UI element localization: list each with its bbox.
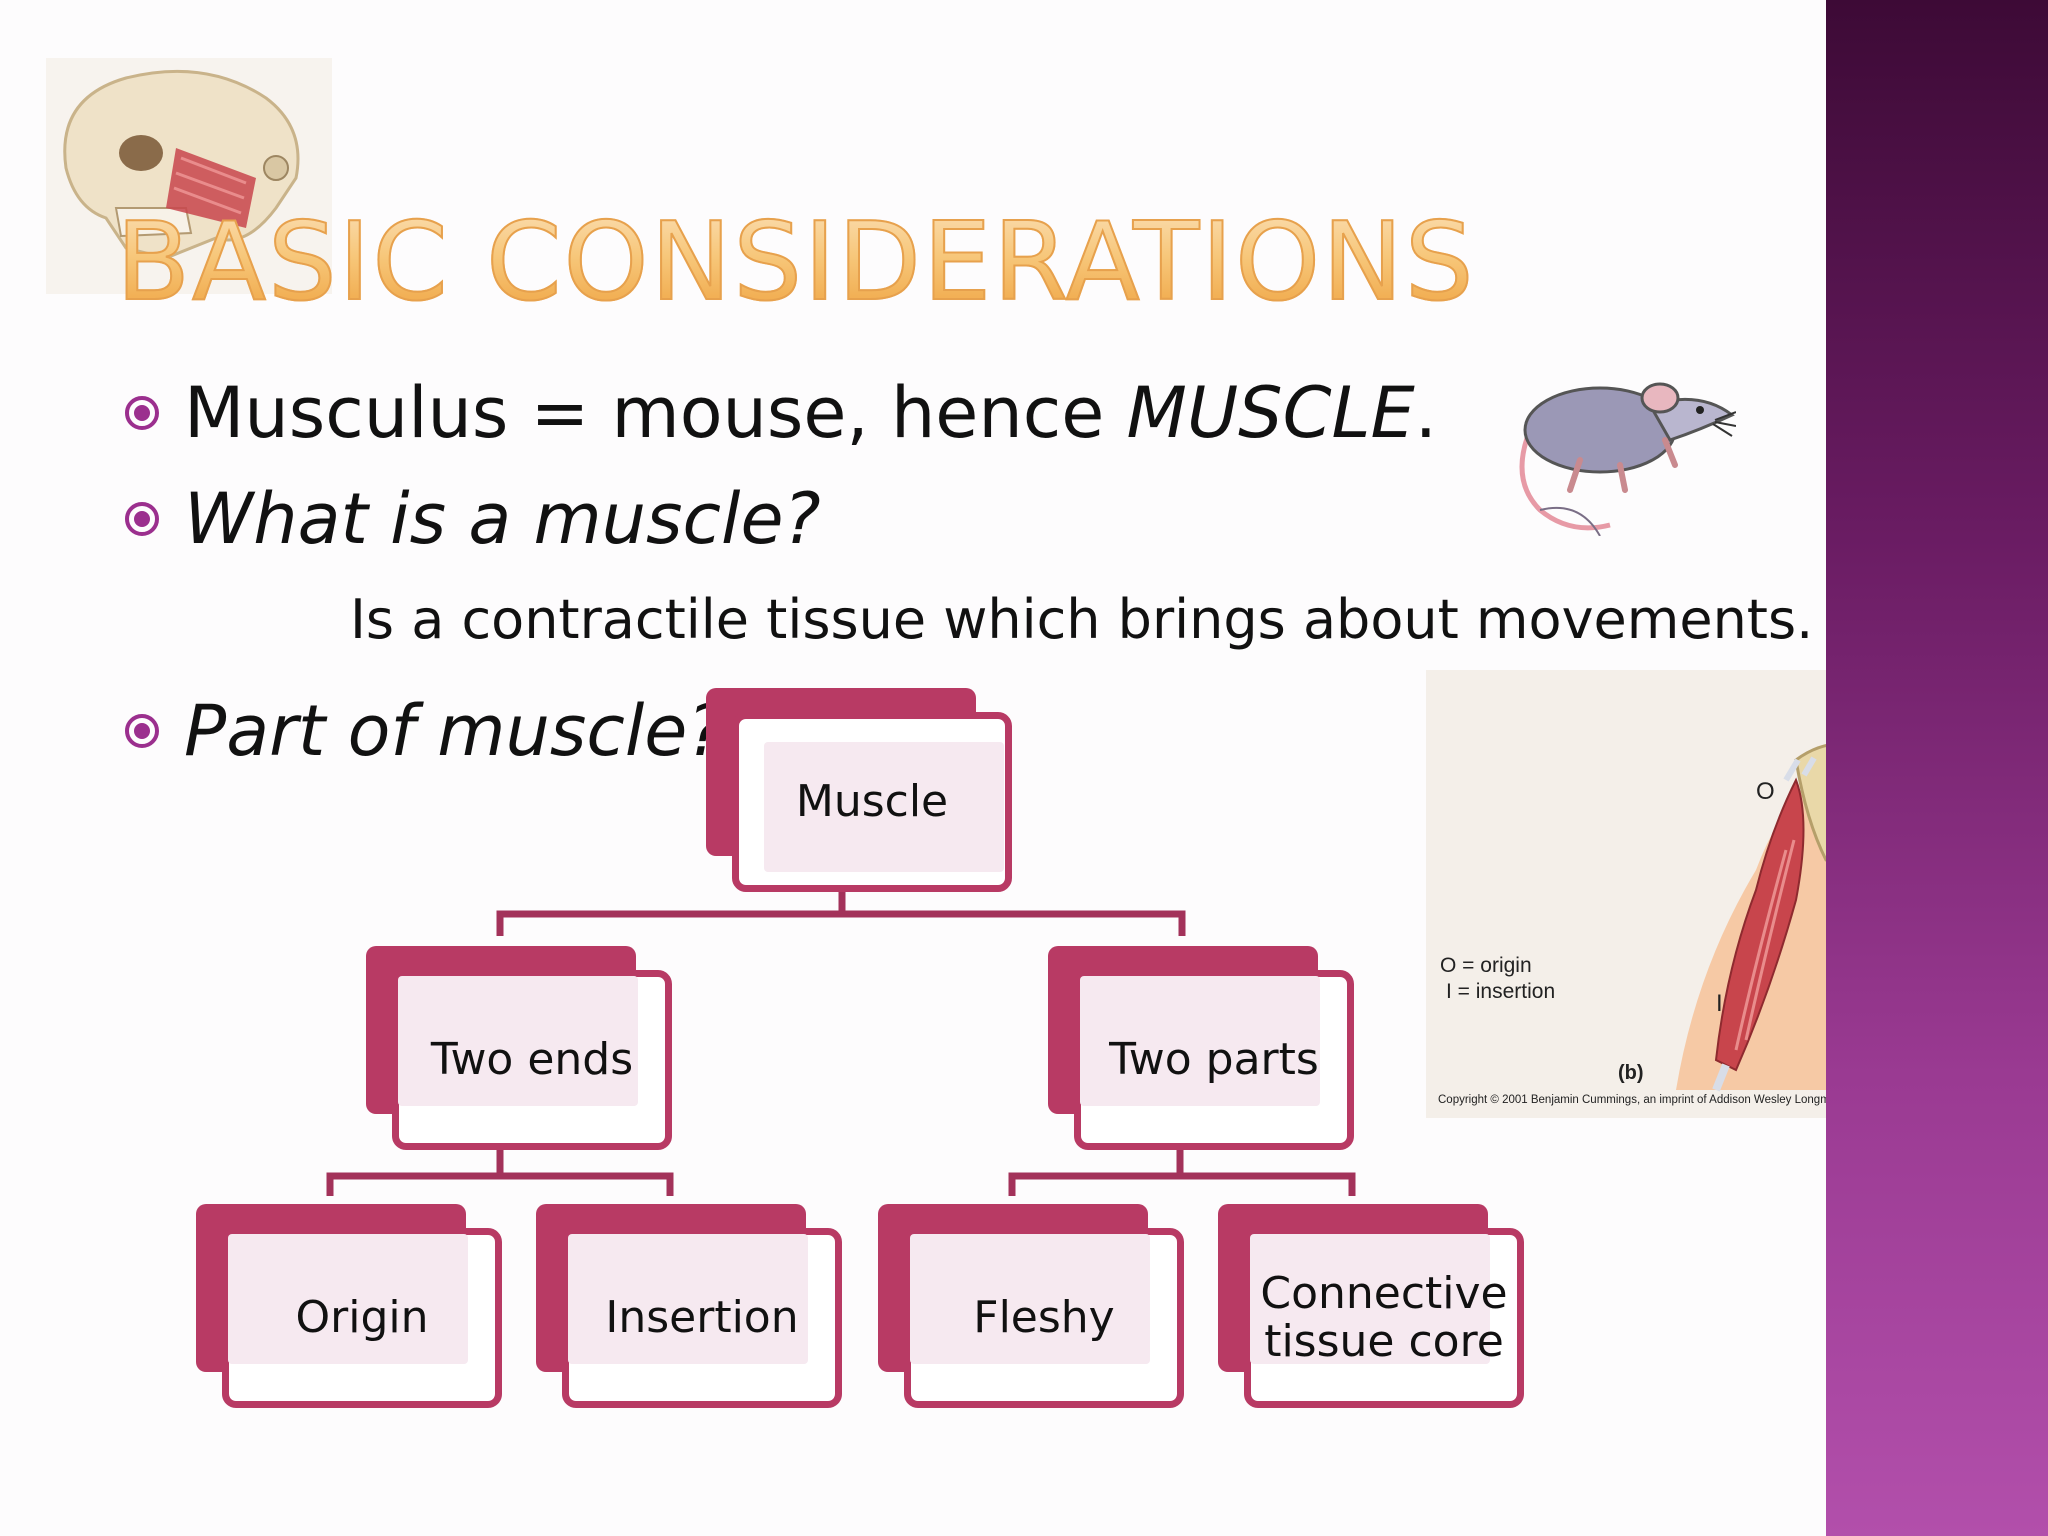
slide-title: BASIC CONSIDERATIONS (115, 199, 1476, 326)
node-fleshy: Fleshy (878, 1204, 1184, 1408)
node-connective-tissue-core: Connective tissue core (1218, 1204, 1524, 1408)
bullet-text: Musculus = mouse, hence MUSCLE. (184, 372, 1437, 454)
node-two-ends: Two ends (366, 946, 672, 1150)
skull-illustration (46, 58, 332, 294)
bullet-text: What is a muscle? (184, 478, 821, 560)
node-insertion: Insertion (536, 1204, 842, 1408)
node-fill (398, 976, 638, 1106)
bullet-musculus: Musculus = mouse, hence MUSCLE. (124, 372, 1437, 454)
node-label: Two parts (1109, 1033, 1319, 1085)
node-fill (568, 1234, 808, 1364)
node-muscle: Muscle (706, 688, 1012, 892)
insertion-marker: I (1716, 990, 1723, 1017)
node-label: Insertion (605, 1291, 799, 1343)
node-fill (228, 1234, 468, 1364)
node-fill (764, 742, 1004, 872)
node-label: Fleshy (973, 1291, 1115, 1343)
slide: BASIC CONSIDERATIONS Musculus = mouse, h… (46, 58, 1966, 1408)
mouse-illustration (1519, 382, 1736, 536)
hierarchy-connectors (326, 890, 1356, 1196)
legend-insertion: I = insertion (1446, 980, 1556, 1003)
decorative-sidebar (1826, 0, 2048, 1536)
bullet-what-is-muscle: What is a muscle? (124, 478, 821, 560)
bullet-text: Part of muscle? (184, 690, 725, 772)
node-label: Origin (295, 1291, 429, 1343)
node-label: Two ends (430, 1033, 634, 1085)
bullet-emphasis: MUSCLE (1126, 372, 1415, 454)
bullet-circle-icon (125, 502, 159, 536)
origin-marker-1: O (1756, 778, 1775, 805)
figure-copyright: Copyright © 2001 Benjamin Cummings, an i… (1438, 1094, 1868, 1106)
bullet-circle-icon (125, 714, 159, 748)
legend-origin: O = origin (1440, 954, 1532, 977)
node-two-parts: Two parts (1048, 946, 1354, 1150)
node-fill (1080, 976, 1320, 1106)
answer-text: Is a contractile tissue which brings abo… (350, 588, 1814, 651)
bullet-circle-icon (125, 396, 159, 430)
node-fill (1250, 1234, 1490, 1364)
node-label: Connective tissue core (1260, 1267, 1508, 1367)
node-fill (910, 1234, 1150, 1364)
bullet-part-of-muscle: Part of muscle? (124, 690, 724, 772)
node-origin: Origin (196, 1204, 502, 1408)
panel-label: (b) (1618, 1062, 1644, 1084)
node-label: Muscle (795, 775, 949, 827)
